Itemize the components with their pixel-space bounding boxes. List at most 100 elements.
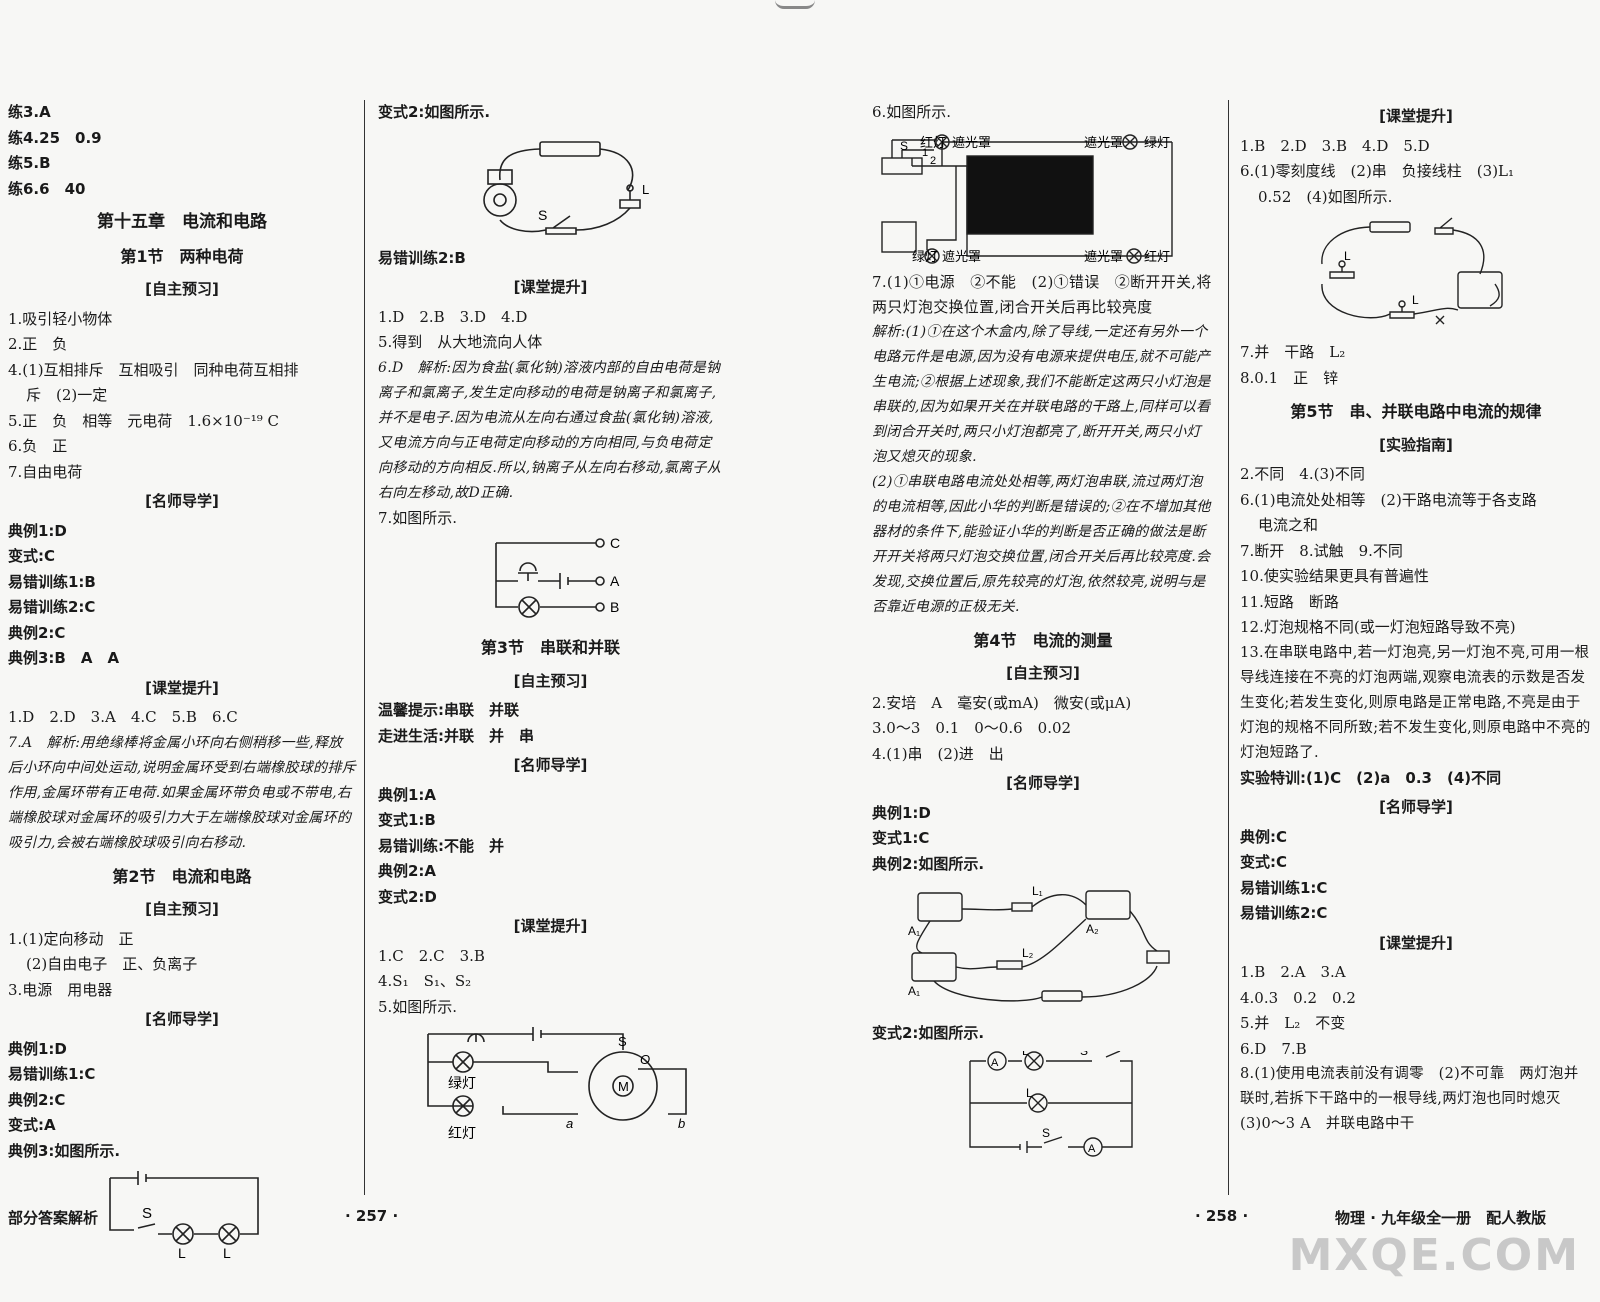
answer-line: 12.灯泡规格不同(或一灯泡短路导致不亮) [1240,618,1516,636]
switch-label: S [900,139,908,153]
terminal-label-b: b [678,1116,685,1131]
answer-line: 7.自由电荷 [8,462,83,481]
watermark-logo: MXQE.COM [1288,1230,1580,1281]
circuit-figure: S L L [109,1171,259,1260]
column-1: 练3.A 练4.25 0.9 练5.B 练6.6 40 第十五章 电流和电路 第… [8,100,356,1264]
answer-line: 变式1:C [872,829,930,847]
answer-line: 易错训练1:C [1240,878,1328,897]
answer-line: 易错训练2:C [1240,904,1328,922]
pivot-label: O [640,1052,650,1067]
subheading: [实验指南] [1379,435,1453,454]
subheading: [名师导学] [513,756,588,774]
explanation: (2)①串联电路电流处处相等,两灯泡串联,流过两灯泡的电流相等,因此小华的判断是… [872,473,1211,615]
answer-line: 4.(1)互相排斥 互相吸引 同种电荷互相排 [8,360,299,379]
answer-line: 典例2:C [8,1090,66,1109]
cover-label: 遮光罩 [1084,135,1123,150]
section-title: 第2节 电流和电路 [112,866,252,886]
green-lamp-label: 绿灯 [448,1075,476,1091]
answer-line: 练6.6 40 [8,179,86,198]
column-2: 变式2:如图所示. L S 易错训练2:B [课堂提升] 1.D 2.B 3.D… [378,100,723,1148]
subheading: [课堂提升] [1379,933,1453,952]
answer-line: 易错训练:不能 并 [378,836,504,855]
column-3: 6.如图所示. 红灯 遮光罩 遮光罩 绿灯 S 1 2 绿灯 遮光罩 遮光罩 红… [872,100,1214,1163]
answer-line: 11.短路 断路 [1240,592,1339,611]
answer-line: 1.(1)定向移动 正 [8,929,134,948]
answer-line: (2)自由电子 正、负离子 [26,955,198,973]
switch-pos-2: 2 [930,155,936,167]
answer-line: 变式1:B [378,811,436,829]
switch-label: S [618,1034,627,1049]
circuit-figure: S O M a b 绿灯 红灯 [427,1027,687,1141]
answer-line: 4.0.3 0.2 0.2 [1240,988,1356,1007]
section-title: 第1节 两种电荷 [120,246,244,266]
answer-line: 6.负 正 [8,437,68,455]
column-4: [课堂提升] 1.B 2.D 3.B 4.D 5.D 6.(1)零刻度线 (2)… [1240,100,1592,1137]
switch-label: S [142,1205,152,1222]
answer-line: 练4.25 0.9 [8,128,102,147]
ammeter-label-2: A₂ [1086,922,1099,936]
answer-line: 典例1:A [378,785,437,804]
answer-line: 典例3:B A A [8,649,120,667]
ammeter-label-1: A₁ [908,924,920,938]
lamp-label-2: L₂ [1022,946,1034,960]
answer-line: 走进生活:并联 并 串 [378,726,534,745]
answer-line: 5.正 负 相等 元电荷 1.6×10⁻¹⁹ C [8,411,280,430]
circuit-figure: 红灯 遮光罩 遮光罩 绿灯 S 1 2 绿灯 遮光罩 遮光罩 红灯 [881,133,1173,264]
answer-line: 变式2:如图所示. [378,103,491,121]
subheading: [课堂提升] [1379,107,1453,125]
red-lamp-label: 红灯 [448,1125,476,1141]
top-fold-mark [775,0,815,9]
cover-label: 遮光罩 [942,249,981,264]
footer-right: 物理 · 九年级全一册 配人教版 [1335,1209,1547,1227]
ammeter-symbol: A [1088,1143,1096,1155]
answer-line: 7.断开 8.试触 9.不同 [1240,541,1403,560]
circuit-figure: A₁ A₂ A₁ L₁ L₂ [908,884,1170,1002]
answer-line: 斥 (2)一定 [26,386,108,404]
footer-left: 部分答案解析 [8,1209,99,1227]
answer-paragraph: 7.(1)①电源 ②不能 (2)①错误 ②断开开关,将两只灯泡交换位置,闭合开关… [872,272,1212,316]
circuit-figure: A L S L S A [969,1050,1133,1157]
circuit-figure: C A B [495,535,620,618]
green-lamp-label: 绿灯 [1144,135,1170,150]
answer-line: 6.(1)零刻度线 (2)串 负接线柱 (3)L₁ [1240,162,1515,180]
answer-line: 典例1:D [8,1039,67,1058]
ammeter-symbol: A [991,1057,999,1069]
lamp-label-2: L [1412,293,1419,307]
section-title: 第5节 串、并联电路中电流的规律 [1290,402,1542,421]
answer-line: 0.52 (4)如图所示. [1258,187,1393,206]
subheading: [名师导学] [1379,798,1453,816]
green-lamp-label: 绿灯 [912,249,938,264]
subheading: [名师导学] [145,1010,219,1028]
answer-line: 变式2:D [378,887,437,906]
answer-paragraph: 8.(1)使用电流表前没有调零 (2)不可靠 两灯泡并联时,若拆下干路中的一根导… [1240,1066,1579,1132]
answer-line: 典例3:如图所示. [8,1141,121,1160]
column-divider [1228,100,1229,1195]
explanation: 解析:(1)①在这个木盒内,除了导线,一定还有另外一个电路元件是电源,因为没有电… [872,323,1211,465]
answer-line: 变式:A [8,1116,56,1134]
answer-line: 2.不同 4.(3)不同 [1240,465,1365,483]
answer-line: 7.如图所示. [378,508,458,527]
answer-line: 5.得到 从大地流向人体 [378,333,543,351]
answer-line: 1.吸引轻小物体 [8,309,113,328]
answer-line: 4.S₁ S₁、S₂ [378,972,472,990]
subheading: [名师导学] [145,492,219,510]
answer-line: 易错训练1:C [8,1065,96,1083]
switch-label: S [1042,1126,1050,1140]
answer-line: 易错训练2:C [8,598,96,616]
switch-label-1: S [1080,1051,1088,1058]
subheading: [自主预习] [145,280,219,298]
answer-line: 6.D 7.B [1240,1039,1307,1058]
subheading: [自主预习] [145,900,219,918]
subheading: [课堂提升] [145,678,219,697]
answer-line: 典例:C [1240,827,1288,846]
answer-line: 5.如图所示. [378,997,458,1016]
subheading: [课堂提升] [513,917,588,935]
page-number-258: · 258 · [1195,1207,1249,1225]
answer-line: 电流之和 [1258,516,1319,534]
red-lamp-label: 红灯 [920,135,946,150]
terminal-label-b: B [610,599,619,615]
answer-line: 5.并 L₂ 不变 [1240,1014,1346,1032]
column-divider [364,100,365,1195]
answer-line: 易错训练2:B [378,248,466,267]
subheading: [自主预习] [513,671,588,690]
